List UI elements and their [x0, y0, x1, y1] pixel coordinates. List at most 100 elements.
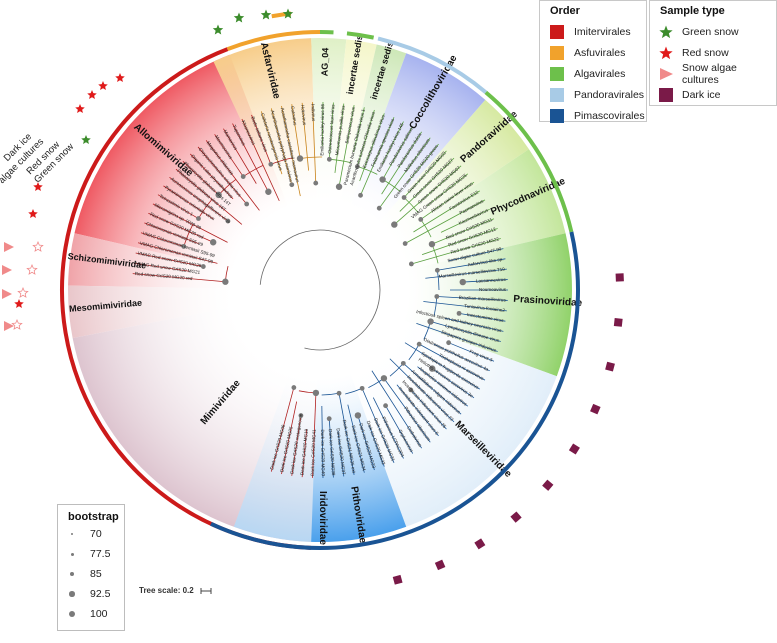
order-swatch	[550, 45, 564, 60]
branch	[410, 389, 447, 430]
bootstrap-node	[354, 164, 360, 169]
green-star-icon	[233, 12, 245, 23]
branch	[431, 368, 475, 399]
sector-schizomimiviridae	[68, 233, 262, 289]
branch	[328, 102, 334, 160]
branch	[197, 146, 247, 205]
bootstrap-node	[383, 403, 388, 409]
branch	[152, 203, 228, 243]
bootstrap-node	[326, 416, 332, 422]
tip-label: Insectomime virus	[467, 312, 505, 323]
sector-phycodnaviridae	[369, 149, 566, 277]
order-legend-item-pandoravirales: Pandoravirales	[550, 84, 645, 105]
order-legend-label: Imitervirales	[574, 25, 631, 38]
bootstrap-node	[359, 385, 365, 391]
tip-label: Bathycoccus virus	[344, 106, 356, 144]
branch	[448, 248, 504, 262]
red-star-icon	[87, 90, 97, 100]
bootstrap-node	[298, 413, 304, 418]
red-star-icon	[75, 104, 85, 114]
branch	[418, 343, 486, 381]
bootstrap-node	[265, 188, 272, 195]
branch	[404, 199, 486, 244]
bootstrap-node	[427, 318, 434, 325]
branch	[347, 404, 365, 473]
branch	[458, 312, 506, 322]
branch	[403, 150, 447, 198]
branch	[426, 173, 469, 207]
red-star-outline-icon	[11, 318, 23, 330]
tip-label: Dark ice GrIS20 MG41	[310, 429, 317, 476]
bootstrap-node	[312, 389, 320, 397]
order-arcs	[60, 11, 580, 550]
branch	[291, 104, 301, 159]
branch	[189, 153, 234, 200]
order-legend-label: Pandoravirales	[574, 88, 645, 101]
branch	[338, 393, 355, 475]
red-star-outline-icon	[32, 240, 44, 252]
bootstrap-node	[209, 239, 217, 246]
order-legend-title: Order	[550, 5, 580, 17]
branch	[291, 415, 302, 476]
tip-label: Dark ice GrIS20 MG40	[320, 429, 326, 476]
triangle-icon	[2, 265, 12, 275]
order-swatch	[550, 24, 564, 39]
branch	[359, 113, 385, 182]
branch	[462, 279, 508, 283]
branch	[270, 387, 295, 472]
branch	[163, 185, 214, 220]
branch	[312, 392, 317, 478]
branch	[148, 212, 214, 243]
tip-label: Red snow GrIS20 MG20 red	[135, 271, 194, 281]
branch	[137, 242, 218, 264]
branch	[301, 102, 309, 171]
bootstrap-value: 85	[90, 568, 102, 580]
sample-legend-item-red-snow: Red snow	[658, 42, 776, 63]
bootstrap-node	[416, 341, 422, 347]
branch	[321, 405, 324, 478]
sample-legend-label: Dark ice	[682, 88, 721, 101]
bootstrap-node	[222, 278, 229, 285]
triangle-icon	[4, 321, 14, 331]
bootstrap-node	[196, 216, 201, 221]
bootstrap-value: 92.5	[90, 588, 111, 600]
tip-label: Indivirus	[310, 104, 316, 122]
square-icon	[605, 361, 615, 372]
order-swatch	[550, 66, 564, 81]
sample-legend-label: Red snow	[682, 46, 729, 59]
tip-label: Brazilian marseillevirus	[459, 295, 507, 303]
sector-prasinoviridae	[376, 233, 573, 377]
red-star-icon	[33, 182, 43, 192]
branch	[133, 262, 190, 272]
family-label-iridoviridae: Iridoviridae	[317, 491, 328, 545]
square-icon	[615, 273, 624, 282]
branch	[425, 268, 507, 279]
branch	[372, 397, 404, 459]
sample-legend-label: Green snow	[682, 25, 739, 38]
bootstrap-node	[400, 360, 406, 366]
bootstrap-node	[459, 278, 466, 286]
tip-label: Dark ice GrIS20 MG19	[300, 428, 309, 475]
branch	[436, 296, 508, 301]
bootstrap-dot-icon	[68, 610, 76, 618]
tip-label: Micromonas pusilla virus	[334, 104, 345, 155]
sector-coccolithoviridae	[340, 53, 486, 245]
square-icon	[613, 317, 623, 327]
bootstrap-dot-icon	[69, 571, 75, 577]
bootstrap-node	[358, 192, 363, 198]
bootstrap-node	[428, 240, 436, 248]
branch	[382, 126, 414, 180]
branch	[416, 322, 498, 352]
square-icon	[542, 479, 554, 491]
square-icon	[392, 574, 403, 585]
branch	[371, 370, 422, 449]
bootstrap-node	[380, 375, 388, 382]
order-legend-label: Pimascovirales	[574, 109, 645, 122]
bootstrap-node	[456, 310, 462, 316]
bootstrap-node	[434, 267, 440, 273]
triangle-icon	[2, 289, 12, 299]
red-star-icon	[14, 299, 24, 309]
red-star-icon	[28, 209, 38, 219]
